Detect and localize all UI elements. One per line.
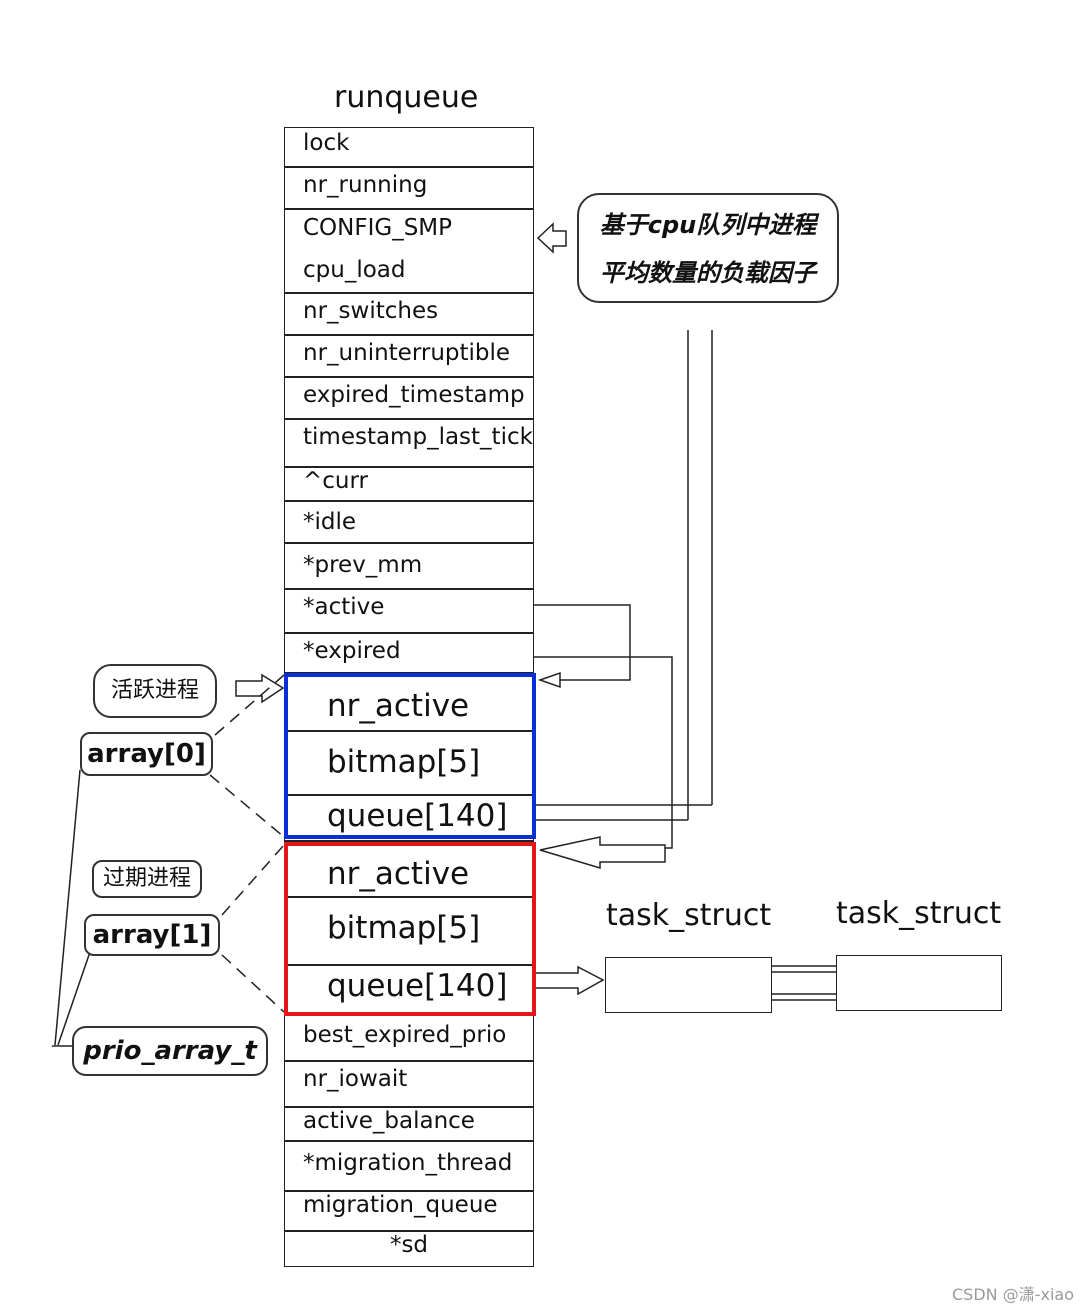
field-migration-thread: *migration_thread bbox=[284, 1141, 534, 1191]
field-timestamp-last-tick: timestamp_last_tick bbox=[284, 419, 534, 467]
field-best-expired-prio: best_expired_prio bbox=[284, 1015, 534, 1061]
runqueue-title: runqueue bbox=[334, 80, 479, 115]
field-expired-timestamp: expired_timestamp bbox=[284, 377, 534, 419]
load-factor-note: 基于cpu队列中进程 平均数量的负载因子 bbox=[577, 193, 839, 303]
field-nr-uninterruptible: nr_uninterruptible bbox=[284, 335, 534, 377]
field-sd: *sd bbox=[284, 1231, 534, 1267]
field-curr: ^curr bbox=[284, 467, 534, 501]
active-array-highlight bbox=[284, 673, 536, 839]
field-migration-queue: migration_queue bbox=[284, 1191, 534, 1231]
task-struct-title-1: task_struct bbox=[606, 898, 772, 933]
active-process-label: 活跃进程 bbox=[93, 664, 217, 718]
watermark: CSDN @潇-xiao bbox=[952, 1285, 1074, 1304]
array0-bitmap: bitmap[5] bbox=[284, 731, 534, 795]
field-active-balance: active_balance bbox=[284, 1107, 534, 1141]
array0-label: array[0] bbox=[80, 732, 213, 776]
expired-process-label: 过期进程 bbox=[92, 860, 202, 898]
field-prev-mm: *prev_mm bbox=[284, 543, 534, 589]
note-line-2: 平均数量的负载因子 bbox=[600, 259, 816, 287]
field-idle: *idle bbox=[284, 501, 534, 543]
field-expired: *expired bbox=[284, 633, 534, 673]
field-nr-running: nr_running bbox=[284, 167, 534, 209]
field-config-smp: CONFIG_SMP cpu_load bbox=[284, 209, 534, 293]
array1-nr-active: nr_active bbox=[284, 841, 534, 897]
task-struct-title-2: task_struct bbox=[836, 896, 1002, 931]
field-active: *active bbox=[284, 589, 534, 633]
note-line-1: 基于cpu队列中进程 bbox=[599, 211, 817, 239]
task-struct-box-2 bbox=[836, 955, 1002, 1011]
array1-bitmap: bitmap[5] bbox=[284, 897, 534, 965]
prio-array-t-label: prio_array_t bbox=[72, 1026, 268, 1076]
array1-label: array[1] bbox=[84, 914, 220, 956]
field-nr-switches: nr_switches bbox=[284, 293, 534, 335]
expired-array-highlight bbox=[284, 842, 536, 1016]
field-nr-iowait: nr_iowait bbox=[284, 1061, 534, 1107]
task-struct-box-1 bbox=[605, 957, 772, 1013]
field-lock: lock bbox=[284, 127, 534, 167]
